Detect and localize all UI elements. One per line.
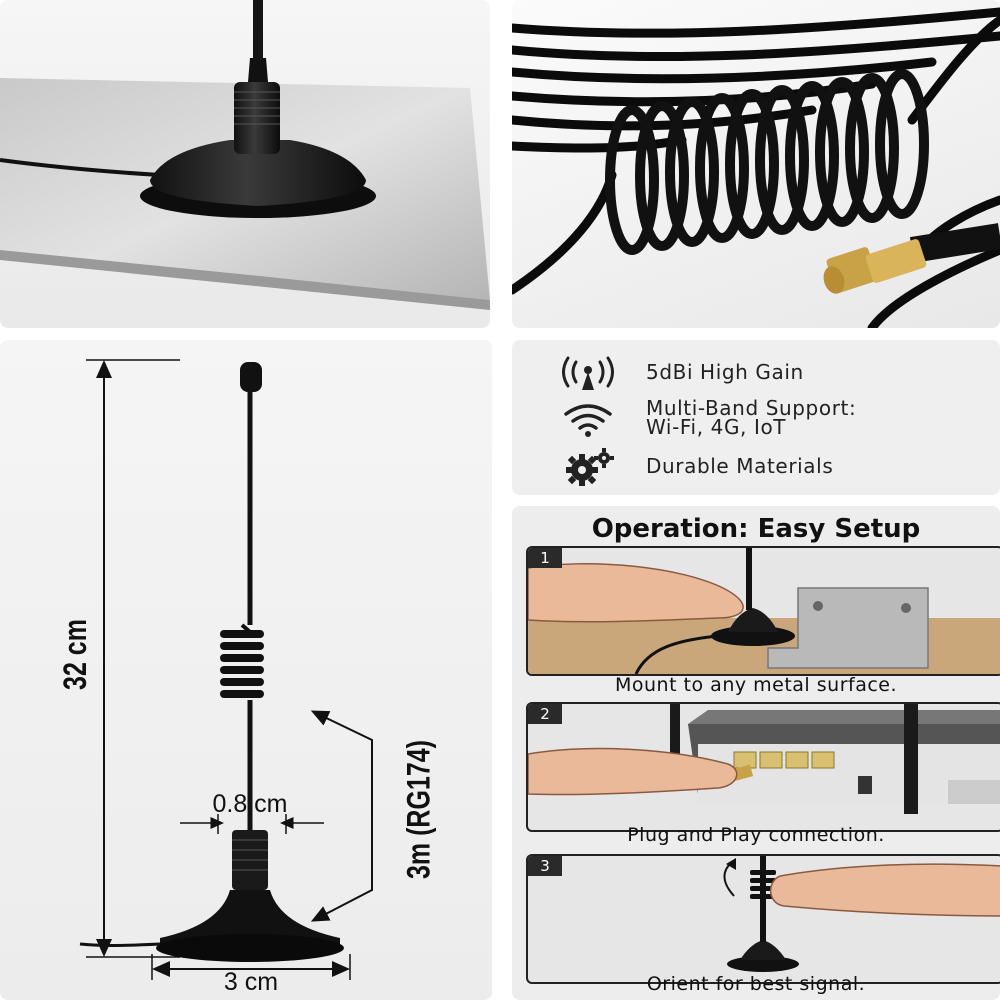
- step-1-illustration: 1: [526, 546, 1000, 676]
- features-panel: 5dBi High Gain Multi-Band Support: Wi-Fi…: [512, 340, 1000, 495]
- operation-title: Operation: Easy Setup: [591, 514, 921, 544]
- step-number: 1: [528, 548, 562, 568]
- feature-text: 5dBi High Gain: [646, 359, 804, 384]
- feature-text: Multi-Band Support: Wi-Fi, 4G, IoT: [646, 396, 857, 439]
- step-3-caption: Orient for best signal.: [646, 973, 866, 995]
- feature-multi-band: Multi-Band Support: Wi-Fi, 4G, IoT: [552, 398, 856, 438]
- feature-high-gain: 5dBi High Gain: [552, 352, 804, 392]
- base-width-label: 3 cm: [223, 968, 279, 996]
- gears-icon: [552, 446, 624, 486]
- sma-connector: [823, 239, 927, 294]
- dimension-diagram: 32 cm 3m (RG174) 0.8 cm 3 cm: [0, 340, 492, 1000]
- operation-panel: Operation: Easy Setup 1 Mount to any met…: [512, 506, 1000, 1000]
- height-label: 32 cm: [57, 619, 94, 690]
- step-2-illustration: 2: [526, 702, 1000, 832]
- magnetic-base-photo: [0, 0, 490, 328]
- cable-length-label: 3m (RG174): [401, 740, 438, 879]
- coiled-cable-photo: [512, 0, 1000, 328]
- step-number: 3: [528, 856, 562, 876]
- rod-width-label: 0.8 cm: [212, 790, 288, 818]
- step-3-illustration: 3: [526, 854, 1000, 984]
- wifi-icon: [552, 398, 624, 438]
- step-1-caption: Mount to any metal surface.: [614, 674, 898, 696]
- step-2-caption: Plug and Play connection.: [627, 824, 885, 846]
- broadcast-tower-icon: [552, 352, 624, 392]
- feature-durable: Durable Materials: [552, 446, 833, 486]
- step-number: 2: [528, 704, 562, 724]
- feature-text: Durable Materials: [646, 453, 834, 478]
